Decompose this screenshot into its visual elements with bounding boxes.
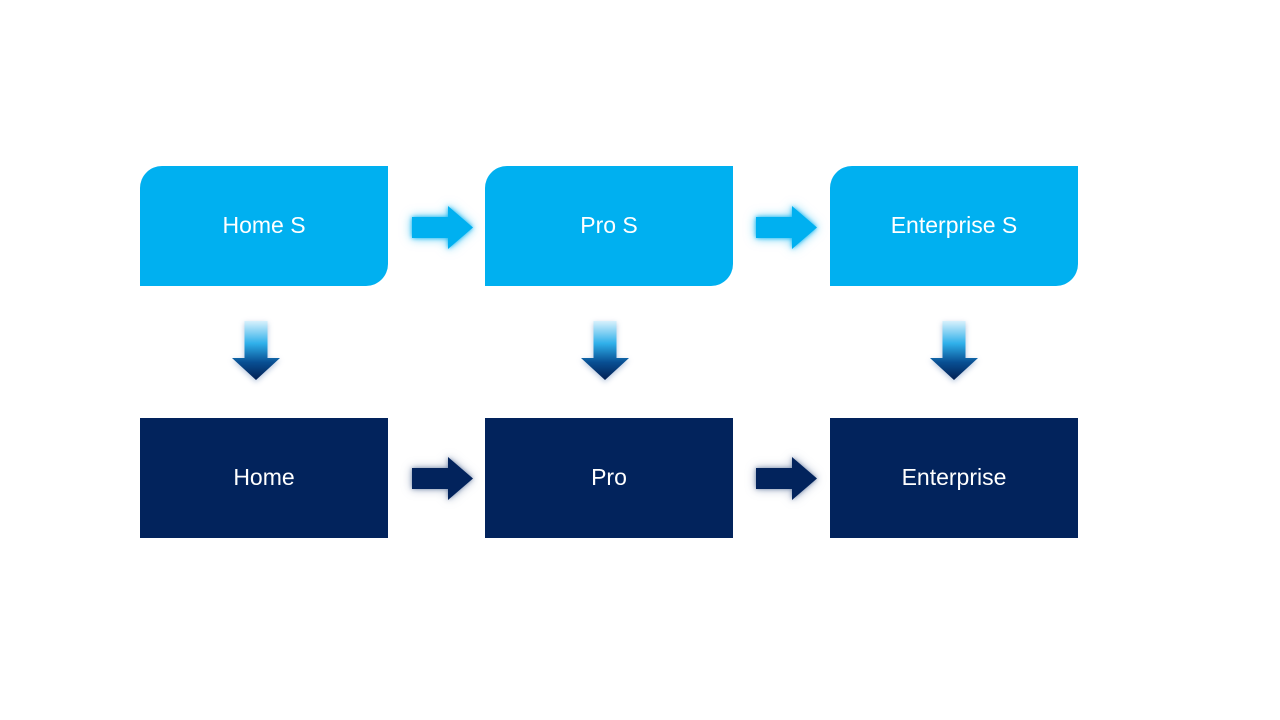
node-label: Pro S <box>580 212 638 239</box>
down-arrow-icon <box>581 321 629 380</box>
right-arrow-icon <box>412 206 473 249</box>
node-home: Home <box>140 418 388 538</box>
node-pro: Pro <box>485 418 733 538</box>
node-label: Enterprise S <box>890 212 1018 239</box>
node-label: Pro <box>591 464 627 491</box>
node-home-s: Home S <box>140 166 388 286</box>
node-enterprise-s: Enterprise S <box>830 166 1078 286</box>
node-label: Home <box>233 464 295 491</box>
down-arrow-icon <box>930 321 978 380</box>
down-arrow-icon <box>232 321 280 380</box>
node-enterprise: Enterprise <box>830 418 1078 538</box>
right-arrow-icon <box>756 206 817 249</box>
right-arrow-icon <box>412 457 473 500</box>
node-label: Home S <box>222 212 306 239</box>
node-pro-s: Pro S <box>485 166 733 286</box>
node-label: Enterprise <box>901 464 1007 491</box>
right-arrow-icon <box>756 457 817 500</box>
